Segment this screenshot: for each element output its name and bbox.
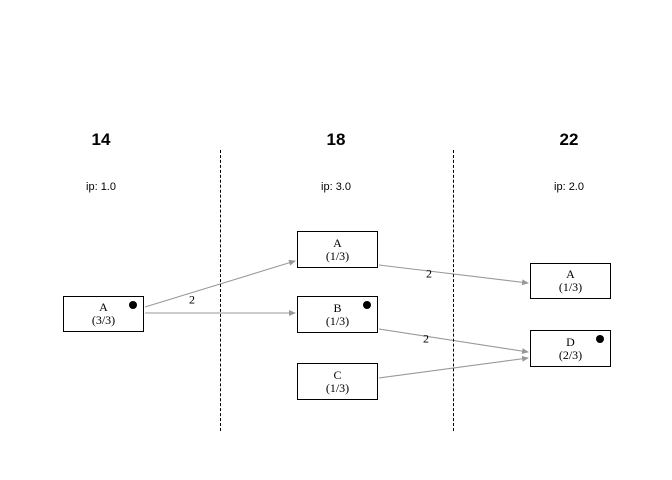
column-ip-14: ip: 1.0 xyxy=(86,181,116,193)
edge-label-18A-22A: 2 xyxy=(426,266,432,281)
node-marker-dot xyxy=(596,335,604,343)
node-22-A[interactable]: A (1/3) xyxy=(530,263,611,299)
node-label: A xyxy=(99,300,108,315)
column-divider-1 xyxy=(220,150,221,431)
node-18-A[interactable]: A (1/3) xyxy=(297,231,378,268)
node-14-A[interactable]: A (3/3) xyxy=(63,296,144,332)
node-count: (3/3) xyxy=(91,313,116,327)
edge-label-18B-22D: 2 xyxy=(423,331,429,346)
node-22-D[interactable]: D (2/3) xyxy=(530,330,611,367)
node-18-C[interactable]: C (1/3) xyxy=(297,363,378,400)
node-18-B[interactable]: B (1/3) xyxy=(297,296,378,333)
column-ip-18: ip: 3.0 xyxy=(321,181,351,193)
node-marker-dot xyxy=(129,301,137,309)
column-header-14: 14 xyxy=(91,130,111,149)
node-label: A xyxy=(333,235,342,250)
node-label: B xyxy=(333,300,342,315)
column-divider-2 xyxy=(453,150,454,431)
node-count: (1/3) xyxy=(325,313,350,328)
node-marker-dot xyxy=(363,301,371,309)
node-count: (1/3) xyxy=(325,380,350,395)
edge-label-14A-18A: 2 xyxy=(189,292,195,307)
node-count: (1/3) xyxy=(558,280,583,294)
column-header-22: 22 xyxy=(559,130,579,149)
node-label: C xyxy=(333,367,342,382)
node-label: A xyxy=(566,267,575,282)
node-count: (2/3) xyxy=(558,347,583,362)
node-label: D xyxy=(566,334,575,349)
column-header-18: 18 xyxy=(326,130,346,149)
column-ip-22: ip: 2.0 xyxy=(554,181,584,193)
node-count: (1/3) xyxy=(325,248,350,263)
